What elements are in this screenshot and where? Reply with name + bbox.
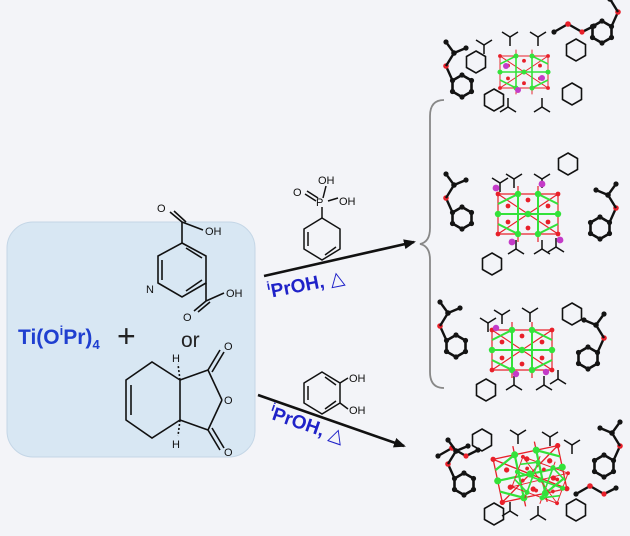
phenylphosphonic-acid-structure (303, 185, 341, 261)
catechol-hydroxyl-label: OH (349, 373, 366, 385)
bottom-reaction-arrow (257, 393, 406, 448)
anhydride-oxygen-label-2: O (224, 447, 233, 459)
acid-hydroxyl-label-2: OH (226, 288, 243, 300)
plus-sign: + (117, 318, 136, 354)
anhydride-hydrogen-label: H (172, 353, 180, 365)
tetrahydrophthalic-anhydride-structure (125, 349, 225, 451)
phosphonic-hydroxyl-label-2: OH (339, 196, 356, 208)
anhydride-oxygen-label: O (224, 341, 233, 353)
titanium-oxo-cluster-1 (441, 0, 623, 113)
anhydride-ring-oxygen-label: O (224, 395, 233, 407)
anhydride-hydrogen-label-2: H (172, 439, 180, 451)
titanium-isopropoxide-label: Ti(OiPr)4 (18, 323, 100, 352)
phosphorus-label: P (316, 197, 323, 209)
pyridine-nitrogen-label: N (146, 284, 154, 296)
top-reaction-arrow (263, 239, 416, 278)
phosphonyl-oxygen-label: O (293, 187, 302, 199)
reagent-panel (6, 221, 256, 458)
or-label: or (181, 329, 200, 352)
titanium-oxo-cluster-2 (441, 152, 621, 276)
top-conditions-label: iPrOH,△ (265, 264, 346, 302)
catechol-structure (303, 371, 349, 415)
product-grouping-bracket (419, 99, 445, 389)
pyridinedicarboxylic-acid-structure (157, 210, 225, 313)
phosphonic-hydroxyl-label: OH (318, 175, 335, 187)
titanium-oxo-cluster-4 (434, 418, 625, 526)
bottom-conditions-label: iPrOH,△ (266, 400, 348, 448)
acid-hydroxyl-label: OH (205, 226, 222, 238)
acid-oxygen-label: O (157, 203, 166, 215)
catechol-hydroxyl-label-2: OH (349, 405, 366, 417)
titanium-oxo-cluster-3 (435, 298, 609, 402)
acid-oxygen-label-2: O (183, 312, 192, 324)
